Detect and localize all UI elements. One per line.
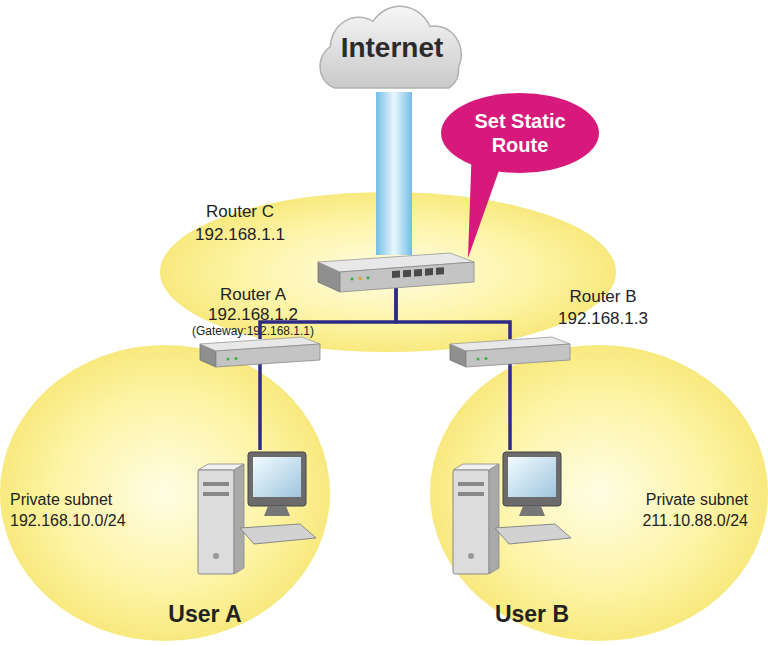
power-button (468, 553, 474, 559)
subnet-label: Private subnet 211.10.88.0/24 (618, 489, 748, 531)
router-top (450, 337, 570, 351)
drive-slot (458, 482, 484, 486)
pc-keyboard (495, 524, 571, 544)
router-led (227, 358, 230, 361)
pc-keyboard (240, 524, 316, 544)
router-port (425, 268, 433, 276)
user-pc: User A (195, 450, 320, 580)
pc-tower-side (234, 464, 244, 574)
pc-monitor (503, 452, 561, 506)
router-led (358, 277, 361, 280)
router-side (450, 344, 466, 367)
zone-ellipse (0, 345, 330, 641)
drive-slot (203, 482, 229, 486)
router-led (485, 357, 488, 360)
lan-wire (260, 288, 396, 339)
pc-tower (198, 470, 234, 574)
router-front (466, 344, 570, 367)
pc-tower-top (198, 464, 244, 470)
power-button (213, 553, 219, 559)
router-c: Router C 192.168.1.1 (318, 255, 474, 288)
router-front (340, 262, 474, 292)
router-top (200, 337, 320, 351)
router-led (235, 357, 238, 360)
subnet-label: Private subnet 192.168.10.0/24 (10, 489, 135, 531)
zone-ellipse (430, 345, 768, 641)
lan-wire (396, 288, 510, 339)
internet-cloud: Internet (297, 6, 487, 92)
router-front (216, 344, 320, 367)
cloud-label: Internet (297, 31, 487, 65)
user-label: User B (467, 601, 597, 627)
user-pc: User B (450, 450, 575, 580)
router-label: Router B 192.168.1.3 (553, 286, 653, 330)
subnet-zone: Private subnet 192.168.10.0/24User A (0, 345, 330, 641)
router-label: Router A 192.168.1.2 (203, 285, 303, 325)
router-port (403, 270, 411, 278)
pc-screen (253, 457, 301, 497)
pc-screen (508, 457, 556, 497)
router-side (200, 344, 216, 367)
router-led (477, 358, 480, 361)
lan-wire (258, 364, 262, 450)
monitor-stand (519, 506, 545, 516)
router-port (436, 267, 444, 275)
pc-tower-top (453, 464, 499, 470)
router-port (414, 269, 422, 277)
user-label: User A (140, 601, 270, 627)
drive-slot (203, 492, 229, 496)
router-label: Router C 192.168.1.1 (185, 200, 295, 246)
pc-tower (453, 470, 489, 574)
router-led (366, 276, 369, 279)
gateway-note: (Gateway:192.168.1.1) (178, 324, 328, 338)
internet-uplink (376, 92, 412, 255)
drive-slot (458, 492, 484, 496)
lan-wire (508, 364, 512, 450)
callout-bubble: Set Static Route (440, 92, 600, 174)
subnet-zone: Private subnet 211.10.88.0/24User B (430, 345, 768, 641)
router-top (318, 253, 474, 272)
router-side (318, 262, 340, 292)
monitor-stand (264, 506, 290, 516)
router-port (392, 271, 400, 279)
callout-outline (440, 92, 600, 174)
callout-text: Set Static Route (455, 109, 585, 157)
lan-zone-ellipse (160, 192, 616, 352)
router-led (350, 277, 353, 280)
pc-monitor (248, 452, 306, 506)
callout-ellipse (441, 93, 599, 173)
pc-tower-side (489, 464, 499, 574)
